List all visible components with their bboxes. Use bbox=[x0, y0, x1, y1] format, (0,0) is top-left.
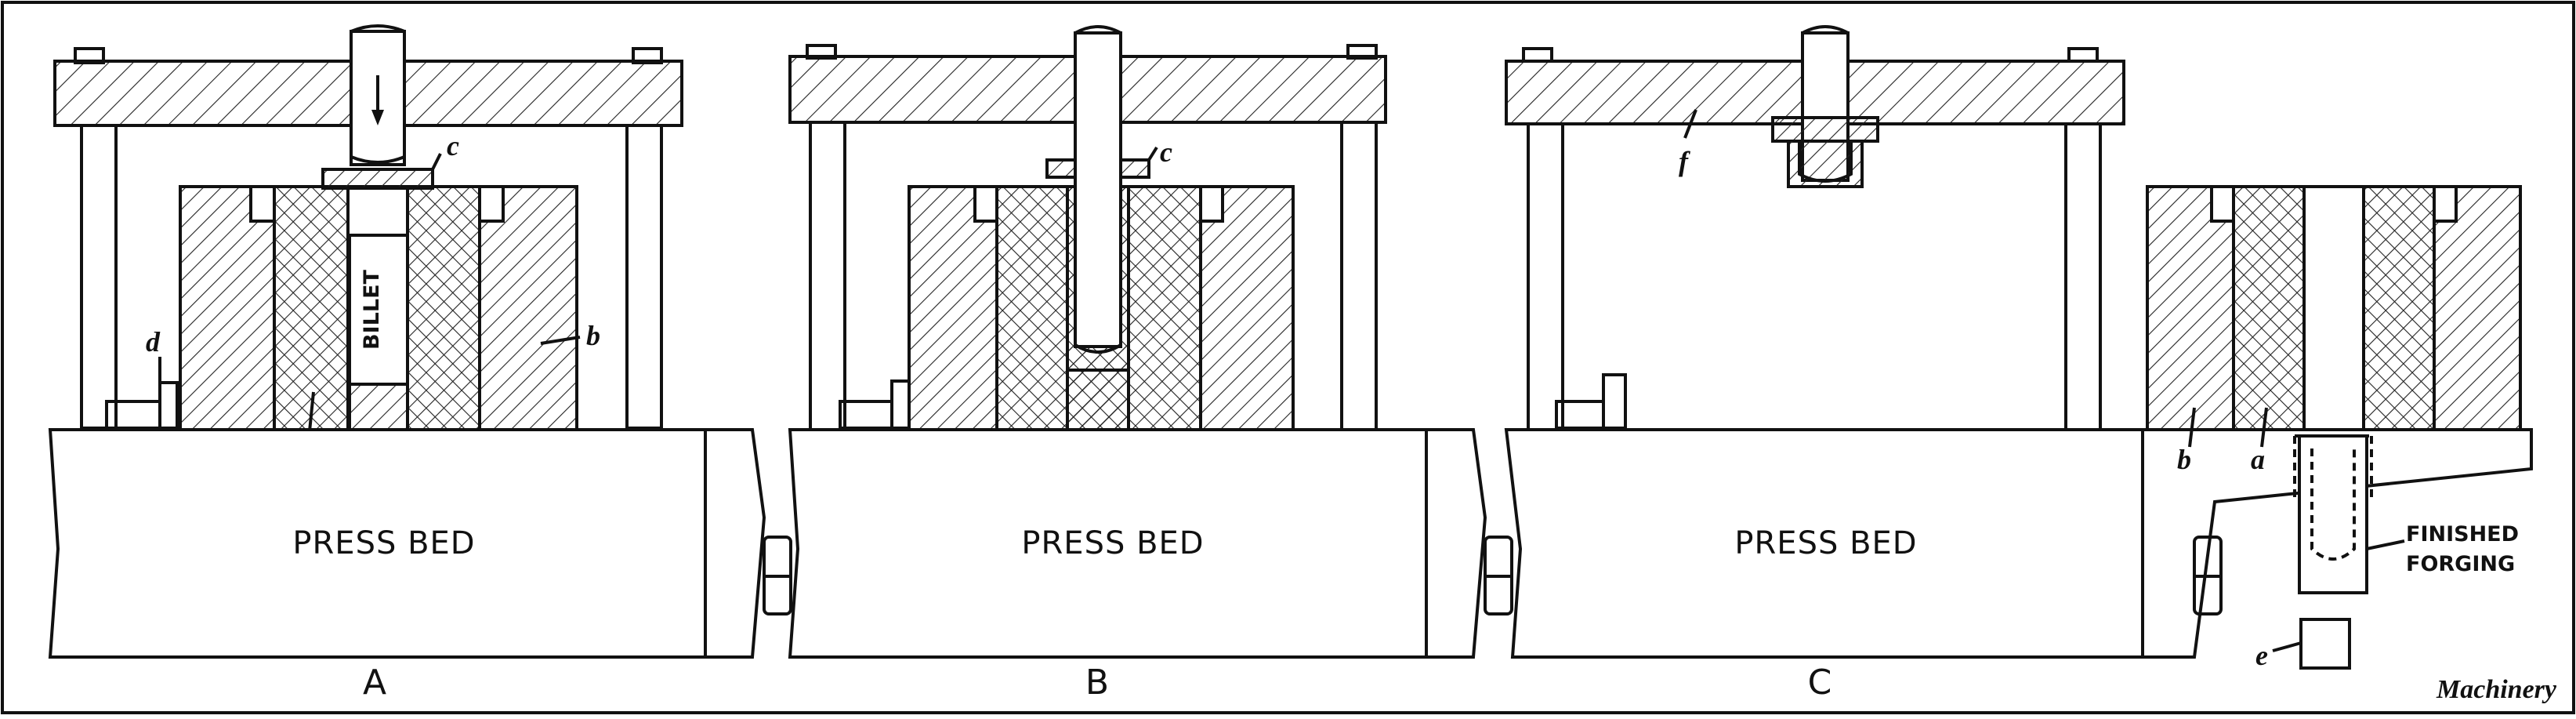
knockout-e-a bbox=[348, 383, 409, 431]
knockout-e-c bbox=[2299, 618, 2351, 670]
caption-a: A bbox=[363, 663, 386, 703]
label-b-c: b bbox=[2177, 444, 2191, 475]
stripper-f bbox=[1771, 116, 1879, 143]
tie-rod-right-c bbox=[2064, 122, 2102, 431]
label-c-b: c bbox=[1160, 136, 1172, 168]
punch-b bbox=[1074, 31, 1122, 348]
finished-forging bbox=[2298, 434, 2368, 594]
billet-label: BILLET bbox=[360, 269, 384, 349]
label-a-c: a bbox=[2251, 444, 2265, 475]
finished-forging-label-2: FORGING bbox=[2406, 552, 2515, 576]
caption-b: B bbox=[1085, 663, 1109, 703]
label-e-c: e bbox=[2255, 640, 2268, 671]
label-b-a: b bbox=[586, 320, 600, 351]
panel-b: c PRESS BED B bbox=[788, 25, 1513, 703]
tie-rod-right-b bbox=[1340, 121, 1378, 431]
tie-rod-left-c bbox=[1527, 122, 1564, 431]
panel-c: f FINISHED FORGING e b a PRESS BED C bbox=[1504, 25, 2533, 703]
tie-rod-left-a bbox=[80, 124, 118, 430]
tie-rod-left-b bbox=[809, 121, 846, 431]
publisher-mark: Machinery bbox=[2436, 675, 2557, 704]
press-bed-label-c: PRESS BED bbox=[1734, 525, 1917, 561]
punch-guide-c-a bbox=[321, 168, 434, 190]
press-bed-a bbox=[48, 428, 766, 659]
press-bed-b bbox=[788, 428, 1487, 659]
billet bbox=[348, 234, 409, 386]
press-bed-label-a: PRESS BED bbox=[292, 525, 475, 561]
tie-rod-right-a bbox=[625, 124, 663, 430]
label-d-a: d bbox=[146, 326, 161, 358]
caption-c: C bbox=[1808, 663, 1832, 703]
press-bed-c bbox=[1504, 428, 2533, 659]
panel-a: BILLET c d b a e PRESS BED A bbox=[48, 24, 792, 703]
press-bed-label-b: PRESS BED bbox=[1021, 525, 1204, 561]
finished-forging-label-1: FINISHED bbox=[2406, 522, 2519, 547]
label-c-a: c bbox=[447, 130, 459, 162]
knockout-e-b bbox=[1066, 369, 1130, 431]
label-f-c: f bbox=[1679, 146, 1690, 177]
